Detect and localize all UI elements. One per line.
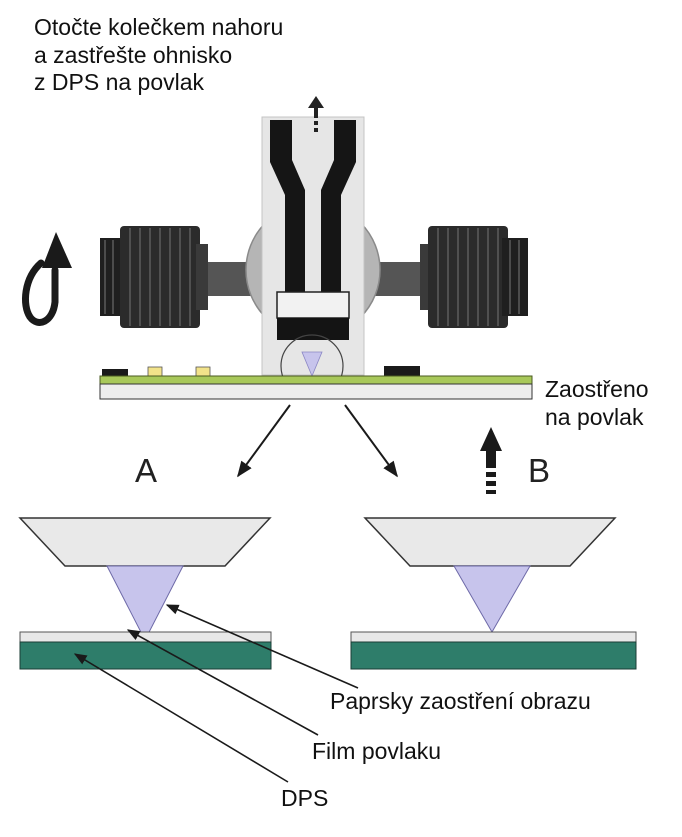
instruction-line-3: z DPS na povlak bbox=[34, 69, 205, 96]
focused-line-2: na povlak bbox=[545, 403, 644, 430]
arrow-to-b bbox=[344, 404, 398, 478]
focus-beam-small bbox=[301, 351, 323, 378]
focused-on-coating-label: Zaostřeno na povlak bbox=[545, 376, 649, 431]
objective-b bbox=[363, 517, 617, 567]
instruction-text: Otočte kolečkem nahoru a zastřešte ohnis… bbox=[34, 14, 283, 97]
up-arrow-icon bbox=[308, 96, 324, 132]
component-1 bbox=[102, 369, 128, 377]
focus-knob-right[interactable] bbox=[420, 226, 528, 328]
panel-b bbox=[350, 517, 637, 670]
pcb-substrate-b bbox=[350, 641, 637, 670]
marker-a: A bbox=[135, 452, 158, 489]
focused-line-1: Zaostřeno bbox=[545, 376, 649, 402]
marker-b: B bbox=[528, 452, 551, 489]
callout-pcb-label: DPS bbox=[281, 785, 329, 811]
pcb-substrate-a bbox=[19, 641, 272, 670]
pcb-board-green bbox=[99, 375, 533, 385]
focus-knob-left[interactable] bbox=[100, 226, 208, 328]
component-4 bbox=[384, 366, 420, 377]
arrow-to-a bbox=[237, 404, 291, 478]
coating-film-b bbox=[350, 631, 637, 643]
beam-a bbox=[106, 565, 184, 642]
light-guide-right bbox=[321, 120, 356, 292]
rotate-arrow-icon bbox=[22, 232, 72, 326]
instruction-line-2: a zastřešte ohnisko bbox=[34, 41, 233, 68]
instruction-line-1: Otočte kolečkem nahoru bbox=[34, 14, 284, 40]
objective-housing bbox=[276, 291, 350, 319]
panel-a bbox=[18, 517, 272, 670]
objective-lens bbox=[277, 318, 349, 340]
pcb-board-base bbox=[99, 383, 533, 400]
callout-line-film bbox=[126, 629, 319, 736]
callout-film-label: Film povlaku bbox=[312, 738, 442, 764]
callout-line-beams bbox=[165, 604, 359, 689]
callout-line-pcb bbox=[73, 653, 289, 783]
beam-b bbox=[453, 565, 531, 634]
light-guide-left bbox=[270, 120, 305, 292]
callout-beams-label: Paprsky zaostření obrazu bbox=[330, 688, 591, 714]
objective-a bbox=[18, 517, 272, 567]
up-arrow-icon-b bbox=[480, 427, 502, 494]
